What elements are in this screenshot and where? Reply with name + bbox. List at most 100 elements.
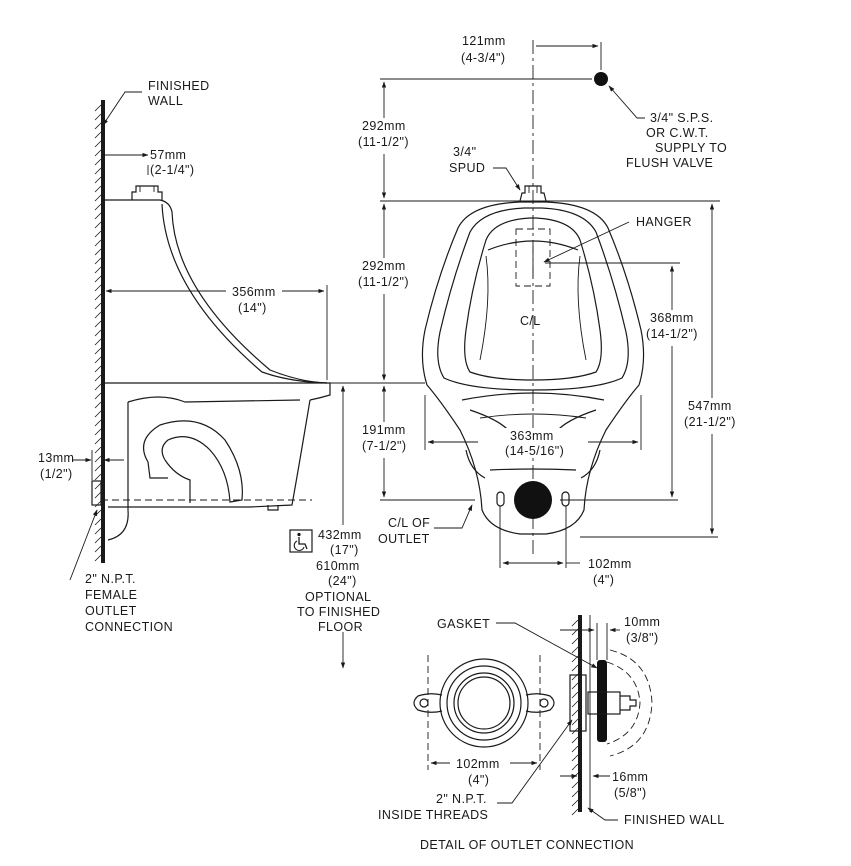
hatch-line [94,392,102,400]
hatch-line [571,619,579,627]
hatch-line [94,194,102,202]
overall-height-in: (21-1/2") [684,415,736,429]
hatch-line [94,383,102,391]
hatch-line [94,275,102,283]
hatch-line [94,203,102,211]
detail-outlet-width-in: (4") [468,773,489,787]
outlet-connection-line-2: FEMALE [85,588,137,602]
hatch-line [571,637,579,645]
finished-wall-line-2: WALL [148,94,183,108]
gasket-shape [597,660,607,742]
hatch-line [94,311,102,319]
hatch-line [94,446,102,454]
optional-height-mm: 610mm [316,559,360,573]
hatch-line [94,428,102,436]
side-view: 57mm (2-1/4") 356mm (14") 13mm (1/2") 2"… [38,79,385,669]
hatch-line [94,185,102,193]
rim-to-outlet-in: (7-1/2") [362,439,406,453]
outlet-detail: 102mm (4") 10mm (3/8") GASKET 16mm (5/8"… [378,615,725,852]
outlet-spacing-in: (4") [593,573,614,587]
rim-to-outlet-mm: 191mm [362,423,406,437]
supply-note-line-2: OR C.W.T. [646,126,709,140]
hatch-line [94,545,102,553]
hatch-line [571,664,579,672]
hanger-label: HANGER [636,215,692,229]
hatch-line [94,473,102,481]
supply-note-line-4: FLUSH VALVE [626,156,713,170]
hatch-line [94,239,102,247]
wheelchair-icon [289,529,313,553]
hatch-line [94,302,102,310]
hatch-line [94,284,102,292]
to-finished-label: TO FINISHED [297,605,380,619]
inside-threads-line-1: 2" N.P.T. [436,792,487,806]
gasket-thickness-mm: 10mm [624,615,660,629]
inside-threads-line-2: INSIDE THREADS [378,808,488,822]
hatch-line [94,455,102,463]
hanger-height-in: (14-1/2") [646,327,698,341]
hatch-line [571,682,579,690]
hatch-line [94,140,102,148]
centerline-label: C/L [520,314,541,328]
spud-label: SPUD [449,161,485,175]
hatch-line [571,709,579,717]
width-in: (14-5/16") [505,444,564,458]
hatch-line [94,158,102,166]
hatch-line [94,554,102,562]
hatch-line [571,781,579,789]
hatch-line [94,464,102,472]
spud-offset-mm: 57mm [150,148,186,162]
hatch-line [94,149,102,157]
hatch-line [94,536,102,544]
hatch-line [94,338,102,346]
detail-wall-hatching [571,619,579,816]
supply-note-line-3: SUPPLY TO [655,141,727,155]
hatch-line [571,754,579,762]
spud-size: 3/4" [453,145,476,159]
hatch-line [94,122,102,130]
outlet-connection-line-4: CONNECTION [85,620,173,634]
hatch-line [94,329,102,337]
gasket-label: GASKET [437,617,490,631]
detail-caption: DETAIL OF OUTLET CONNECTION [420,838,634,852]
hatch-line [94,491,102,499]
cl-outlet-line-1: C/L OF [388,516,430,530]
detail-finished-wall: FINISHED WALL [624,813,725,827]
outlet-connection-line-3: OUTLET [85,604,137,618]
hatch-line [94,176,102,184]
hatch-line [94,230,102,238]
overall-height-mm: 547mm [688,399,732,413]
hatch-line [94,113,102,121]
front-view: 121mm (4-3/4") 3/4" S.P.S. OR C.W.T. SUP… [358,34,740,587]
spud-to-rim-mm: 292mm [362,259,406,273]
hatch-line [571,691,579,699]
spud-to-rim-in: (11-1/2") [358,275,409,289]
hanger-height-mm: 368mm [650,311,694,325]
hatch-line [94,410,102,418]
hatch-line [571,745,579,753]
supply-height-mm: 292mm [362,119,406,133]
width-mm: 363mm [510,429,554,443]
rim-height-mm: 432mm [318,528,362,542]
wall-thickness-in: (5/8") [614,786,647,800]
outlet-connection-line-1: 2" N.P.T. [85,572,136,586]
hatch-line [94,482,102,490]
optional-label: OPTIONAL [305,590,371,604]
outlet-hole [514,481,552,519]
hatch-line [571,700,579,708]
hatch-line [94,401,102,409]
hatch-line [571,808,579,816]
supply-note-line-1: 3/4" S.P.S. [650,111,714,125]
hatch-line [94,419,102,427]
hatch-line [94,347,102,355]
hatch-line [94,518,102,526]
hatch-line [94,266,102,274]
hatch-line [571,790,579,798]
hatch-line [571,763,579,771]
hatch-line [94,221,102,229]
hatch-line [571,646,579,654]
hatch-line [94,257,102,265]
projection-mm: 356mm [232,285,276,299]
hatch-line [94,212,102,220]
cl-outlet-line-2: OUTLET [378,532,430,546]
